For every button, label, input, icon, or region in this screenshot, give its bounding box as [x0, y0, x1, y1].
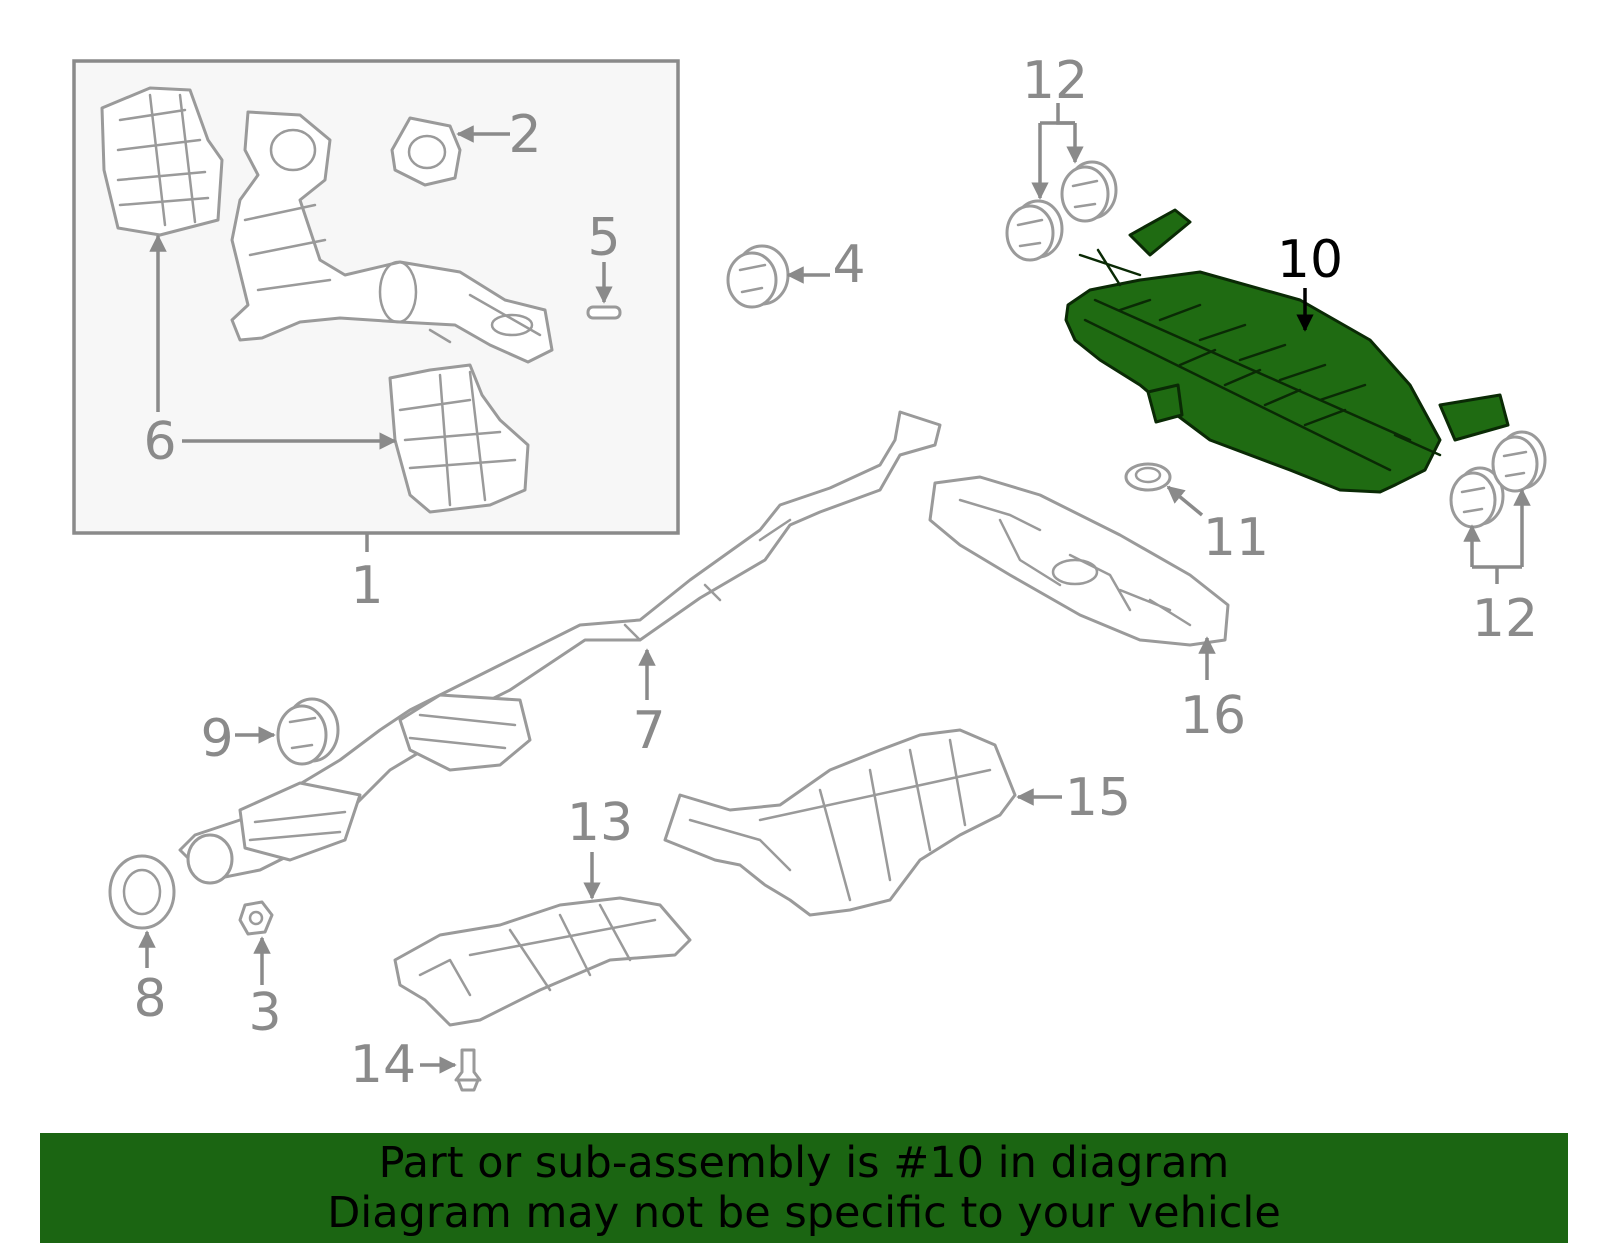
part-16-heat-shield: [928, 475, 1230, 647]
callout-6: 6: [143, 412, 176, 472]
part-9-hanger: [276, 697, 340, 766]
part-10-muffler-highlighted: [1064, 208, 1510, 494]
part-5-stud: [586, 305, 622, 320]
part-15-heat-shield: [663, 728, 1017, 917]
callout-15: 15: [1065, 768, 1131, 828]
leader-11: [1166, 485, 1204, 517]
part-12-hanger-b: [1060, 160, 1118, 223]
banner-line-2: Diagram may not be specific to your vehi…: [327, 1188, 1281, 1238]
callout-3: 3: [248, 983, 281, 1043]
callout-10: 10: [1277, 230, 1343, 290]
part-6-heat-shield-upper: [100, 86, 224, 237]
part-3-nut: [238, 900, 274, 936]
callout-11: 11: [1203, 508, 1269, 568]
part-11-gasket: [1124, 462, 1172, 492]
callout-16: 16: [1180, 686, 1246, 746]
callout-14: 14: [350, 1035, 416, 1095]
callout-13: 13: [567, 793, 633, 853]
part-6-heat-shield-lower: [388, 363, 530, 514]
callout-12-bottom: 12: [1472, 589, 1538, 649]
part-1-catalytic-manifold: [230, 110, 554, 364]
banner-line-1: Part or sub-assembly is #10 in diagram: [378, 1138, 1230, 1188]
callout-9: 9: [200, 709, 233, 769]
callout-4: 4: [832, 235, 865, 295]
callout-5: 5: [587, 208, 620, 268]
callout-12-top: 12: [1022, 51, 1088, 111]
callout-8: 8: [133, 969, 166, 1029]
callout-2: 2: [508, 105, 541, 165]
part-12-hanger-a: [1005, 199, 1064, 262]
part-2-gasket: [390, 116, 462, 187]
part-12-hanger-c: [1449, 466, 1505, 529]
part-8-gasket-ring: [108, 854, 176, 930]
part-12-hanger-d: [1491, 430, 1547, 493]
part-13-heat-shield: [393, 896, 692, 1027]
info-banner: Part or sub-assembly is #10 in diagram D…: [40, 1133, 1568, 1243]
part-7-exhaust-pipe: [178, 410, 942, 885]
callout-7: 7: [632, 701, 665, 761]
part-14-bolt: [454, 1048, 482, 1092]
part-4-hanger: [726, 244, 790, 309]
callout-1: 1: [350, 556, 383, 616]
